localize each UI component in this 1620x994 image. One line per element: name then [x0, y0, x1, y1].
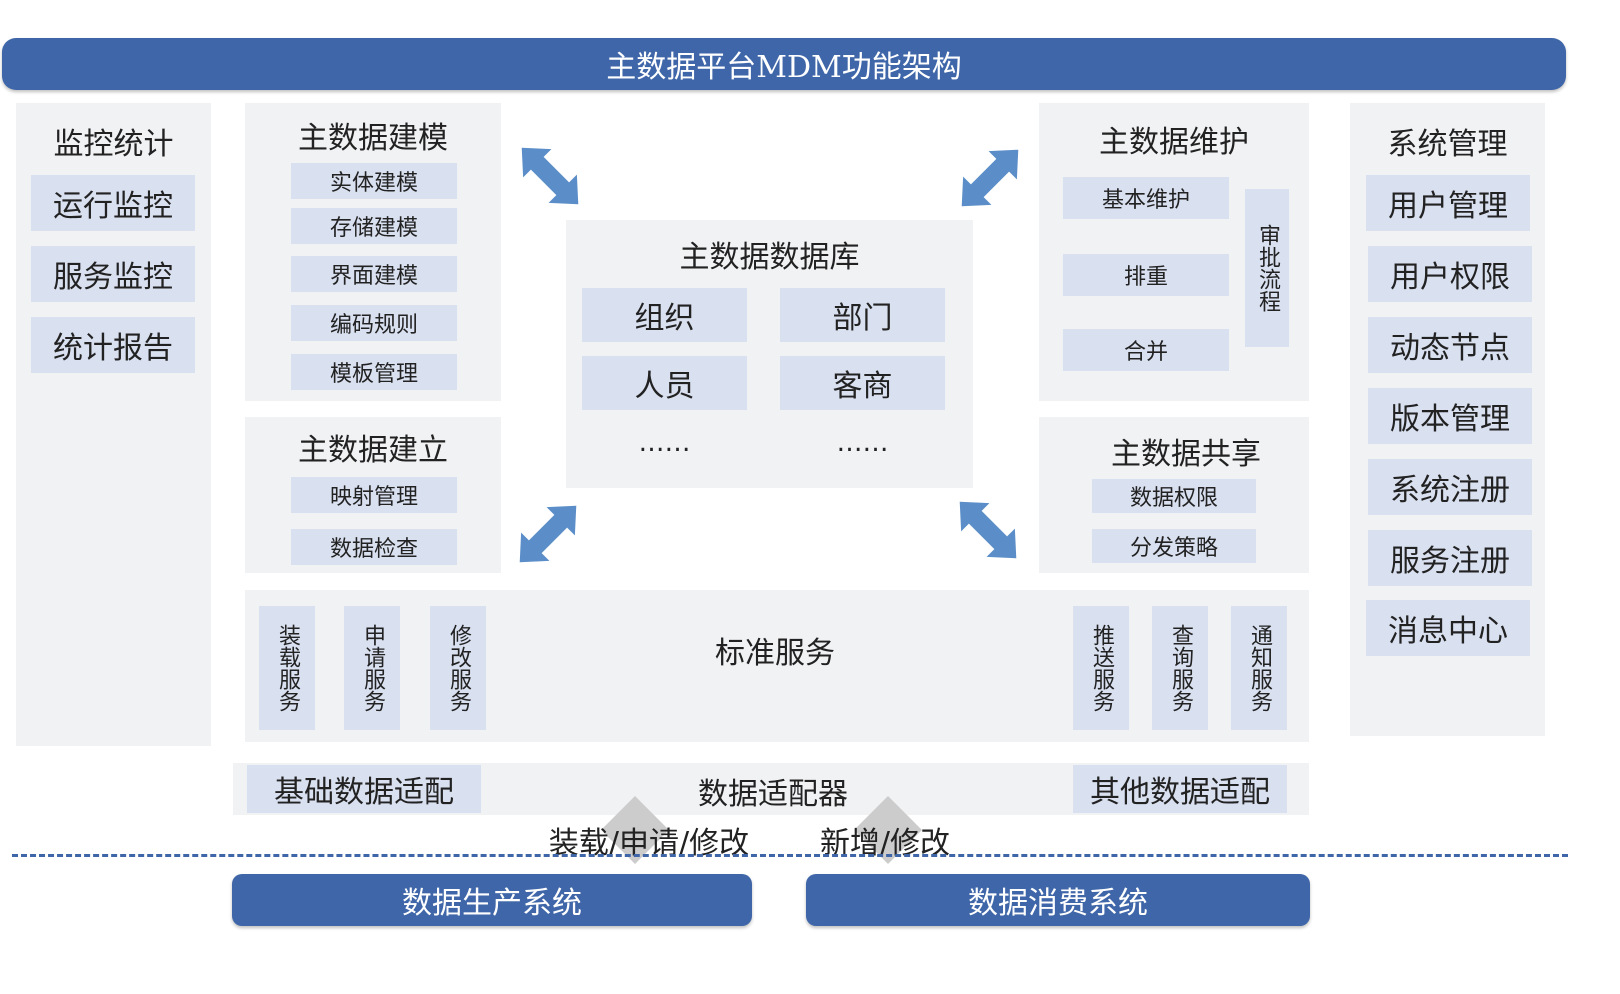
adapter-basic[interactable]: 基础数据适配 — [247, 765, 481, 813]
adapter-title: 数据适配器 — [698, 777, 848, 812]
divider-line — [12, 854, 1568, 857]
arrow-maintenance-database — [947, 135, 1033, 221]
sharing-item-distribution[interactable]: 分发策略 — [1092, 529, 1256, 563]
modeling-title: 主数据建模 — [298, 121, 448, 156]
monitor-item-run[interactable]: 运行监控 — [31, 175, 195, 231]
service-notify-label: 通知服务 — [1247, 624, 1272, 712]
modeling-item-coding[interactable]: 编码规则 — [291, 305, 457, 341]
sharing-title: 主数据共享 — [1111, 437, 1261, 472]
service-apply-label: 申请服务 — [360, 624, 385, 712]
service-query[interactable]: 查询服务 — [1152, 606, 1208, 730]
maintenance-title: 主数据维护 — [1099, 125, 1249, 160]
database-item-customer[interactable]: 客商 — [780, 356, 945, 410]
sharing-item-permission[interactable]: 数据权限 — [1092, 479, 1256, 513]
maintenance-item-basic[interactable]: 基本维护 — [1063, 177, 1229, 219]
service-query-label: 查询服务 — [1168, 624, 1193, 712]
database-title: 主数据数据库 — [679, 240, 860, 275]
establish-item-mapping[interactable]: 映射管理 — [291, 477, 457, 513]
sharing-panel: 主数据共享 数据权限 分发策略 — [1039, 417, 1309, 573]
monitor-item-service[interactable]: 服务监控 — [31, 246, 195, 302]
database-panel: 主数据数据库 组织 部门 人员 客商 …… …… — [566, 220, 973, 488]
maintenance-item-dedup[interactable]: 排重 — [1063, 254, 1229, 296]
maintenance-approval-label: 审批流程 — [1255, 224, 1280, 312]
database-item-person[interactable]: 人员 — [582, 356, 747, 410]
service-load[interactable]: 装载服务 — [259, 606, 315, 730]
service-modify-label: 修改服务 — [446, 624, 471, 712]
database-item-more-left: …… — [638, 428, 691, 458]
service-apply[interactable]: 申请服务 — [344, 606, 400, 730]
maintenance-panel: 主数据维护 基本维护 排重 合并 审批流程 — [1039, 103, 1309, 401]
service-push-label: 推送服务 — [1089, 624, 1114, 712]
page-title: 主数据平台MDM功能架构 — [2, 38, 1566, 90]
database-item-dept[interactable]: 部门 — [780, 288, 945, 342]
system-item-registration[interactable]: 系统注册 — [1368, 459, 1532, 515]
system-title: 系统管理 — [1387, 127, 1508, 162]
monitor-panel: 监控统计 运行监控 服务监控 统计报告 — [16, 103, 211, 746]
modeling-item-ui[interactable]: 界面建模 — [291, 256, 457, 292]
establish-panel: 主数据建立 映射管理 数据检查 — [245, 417, 501, 573]
arrow-establish-database — [505, 491, 591, 577]
maintenance-item-merge[interactable]: 合并 — [1063, 329, 1229, 371]
database-item-more-right: …… — [836, 428, 889, 458]
modeling-item-template[interactable]: 模板管理 — [291, 354, 457, 390]
arrow-modeling-database — [507, 133, 593, 219]
adapter-other[interactable]: 其他数据适配 — [1073, 765, 1287, 813]
system-item-service-registration[interactable]: 服务注册 — [1368, 530, 1532, 586]
modeling-item-storage[interactable]: 存储建模 — [291, 208, 457, 244]
establish-item-check[interactable]: 数据检查 — [291, 529, 457, 565]
system-item-permissions[interactable]: 用户权限 — [1368, 246, 1532, 302]
service-load-label: 装载服务 — [275, 624, 300, 712]
database-item-org[interactable]: 组织 — [582, 288, 747, 342]
consumer-system[interactable]: 数据消费系统 — [806, 874, 1310, 926]
system-item-users[interactable]: 用户管理 — [1366, 175, 1530, 231]
adapter-panel: 基础数据适配 数据适配器 其他数据适配 — [233, 763, 1309, 815]
system-item-version[interactable]: 版本管理 — [1368, 388, 1532, 444]
maintenance-approval[interactable]: 审批流程 — [1245, 189, 1289, 347]
system-item-message-center[interactable]: 消息中心 — [1366, 600, 1530, 656]
modeling-item-entity[interactable]: 实体建模 — [291, 163, 457, 199]
establish-title: 主数据建立 — [298, 433, 448, 468]
service-push[interactable]: 推送服务 — [1073, 606, 1129, 730]
arrow-sharing-database — [945, 487, 1031, 573]
services-title: 标准服务 — [715, 636, 835, 671]
modeling-panel: 主数据建模 实体建模 存储建模 界面建模 编码规则 模板管理 — [245, 103, 501, 401]
monitor-title: 监控统计 — [53, 127, 174, 162]
monitor-item-report[interactable]: 统计报告 — [31, 317, 195, 373]
system-item-dynamic-node[interactable]: 动态节点 — [1368, 317, 1532, 373]
producer-system[interactable]: 数据生产系统 — [232, 874, 752, 926]
service-modify[interactable]: 修改服务 — [430, 606, 486, 730]
services-panel: 标准服务 装载服务 申请服务 修改服务 推送服务 查询服务 通知服务 — [245, 590, 1309, 742]
service-notify[interactable]: 通知服务 — [1231, 606, 1287, 730]
system-panel: 系统管理 用户管理 用户权限 动态节点 版本管理 系统注册 服务注册 消息中心 — [1350, 103, 1545, 736]
